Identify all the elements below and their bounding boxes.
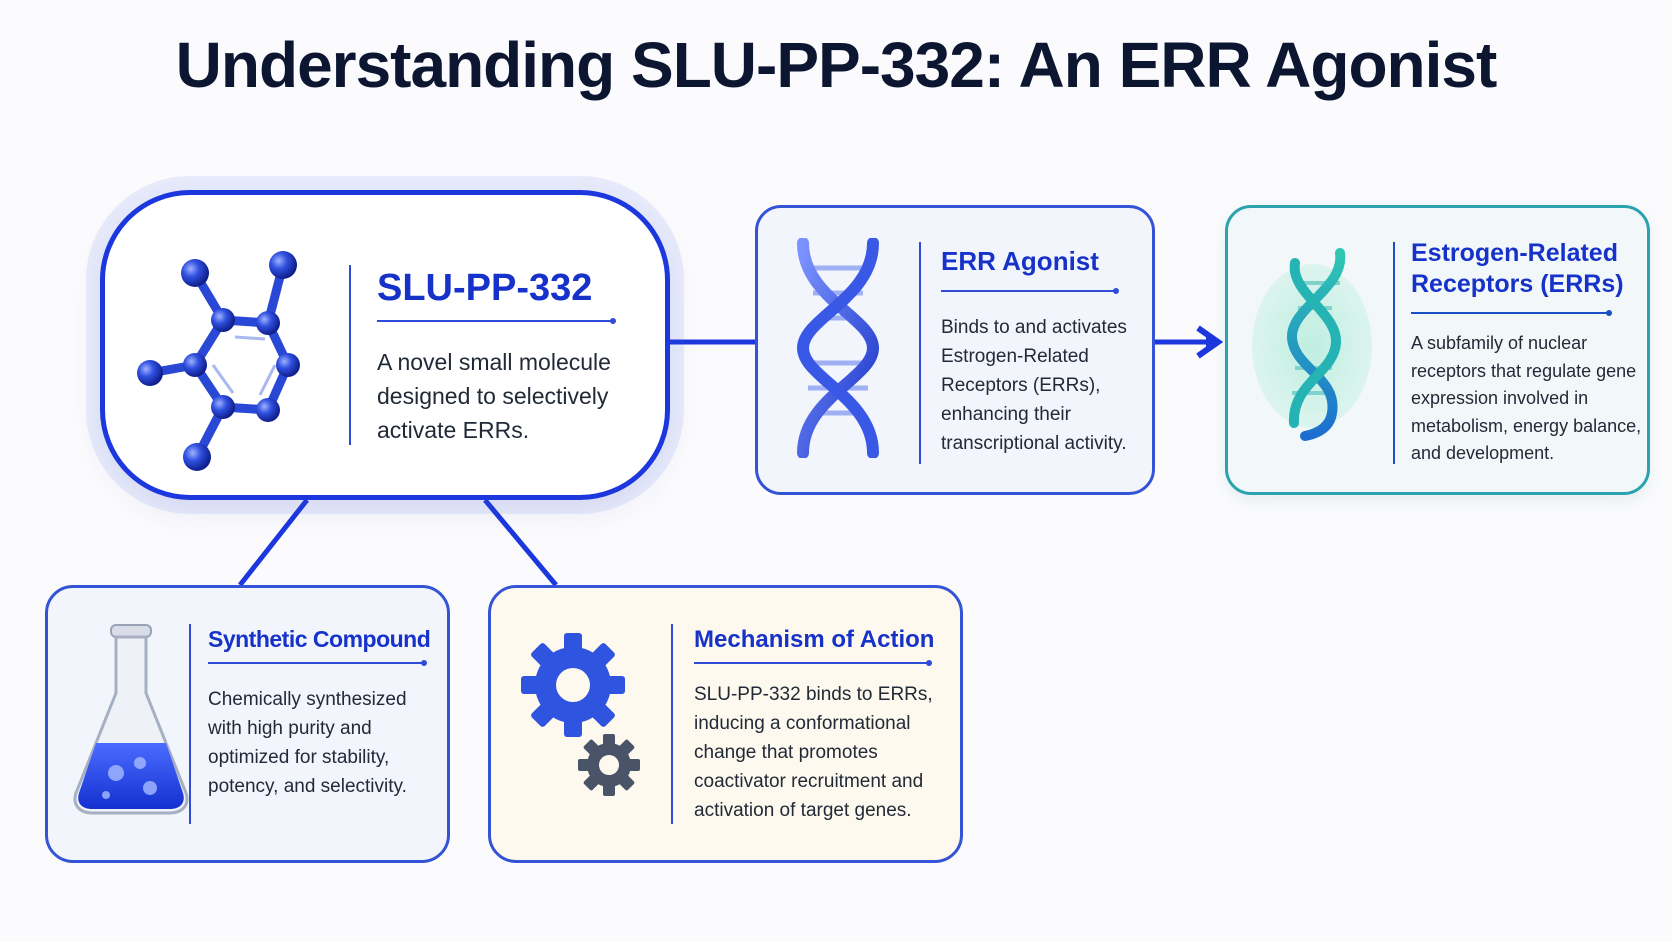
heading-underline (694, 660, 932, 666)
node-heading: Mechanism of Action (694, 626, 935, 653)
node-slu-pp-332: SLU-PP-332 A novel small molecule design… (100, 190, 670, 500)
dna-teal-icon (1252, 248, 1372, 441)
page-title: Understanding SLU-PP-332: An ERR Agonist (175, 29, 1498, 101)
flask-icon (73, 624, 189, 815)
node-heading: Estrogen-Related Receptors (ERRs) (1411, 239, 1624, 298)
node-heading: ERR Agonist (941, 246, 1099, 276)
node-description: Binds to and activates Estrogen-Related … (941, 317, 1127, 454)
edge-agonist-to-errs-arrowhead (1196, 325, 1224, 359)
node-description: A subfamily of nuclear receptors that re… (1411, 333, 1642, 463)
node-heading: SLU-PP-332 (377, 267, 593, 309)
node-err-agonist: ERR Agonist Binds to and activates Estro… (755, 205, 1155, 495)
divider (919, 242, 921, 464)
node-synthetic-compound: Synthetic Compound Chemically synthesize… (45, 585, 450, 863)
node-heading: Synthetic Compound (208, 626, 431, 652)
node-estrogen-related-receptors: Estrogen-Related Receptors (ERRs) A subf… (1225, 205, 1650, 495)
dna-icon (796, 238, 880, 458)
node-mechanism-of-action: Mechanism of Action SLU-PP-332 binds to … (488, 585, 963, 863)
node-description: Chemically synthesized with high purity … (208, 689, 407, 797)
heading-underline (1411, 310, 1612, 316)
edge-main-to-synthetic (238, 498, 309, 587)
heading-underline (941, 288, 1119, 294)
divider (1393, 242, 1395, 464)
heading-underline (377, 318, 616, 324)
divider (189, 624, 191, 824)
node-description: SLU-PP-332 binds to ERRs, inducing a con… (694, 684, 933, 821)
heading-underline (208, 660, 427, 666)
node-description: A novel small molecule designed to selec… (377, 349, 611, 443)
gears-icon (521, 633, 640, 796)
divider (671, 624, 673, 824)
molecule-icon (137, 251, 300, 471)
divider (349, 265, 351, 445)
edge-main-to-mechanism (483, 498, 558, 587)
